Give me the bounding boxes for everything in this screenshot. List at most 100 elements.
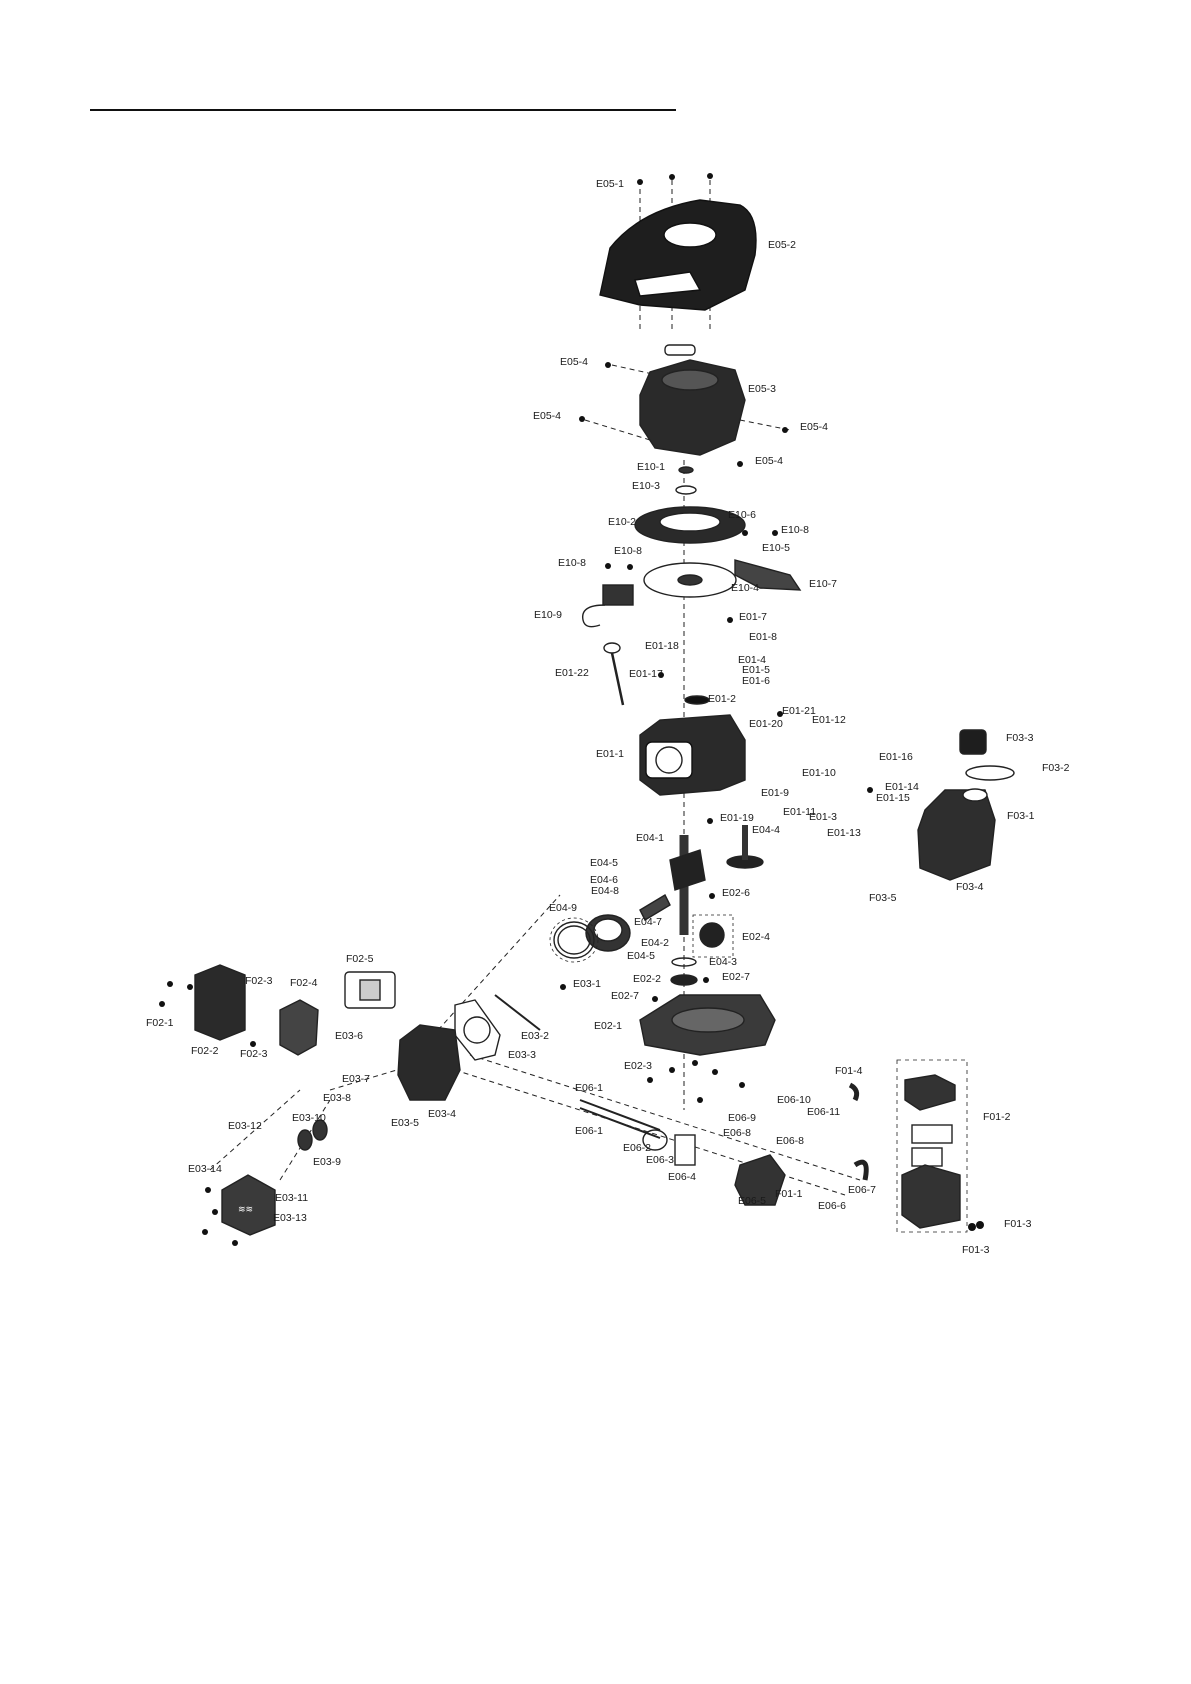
part-label: E04-3 [709, 956, 737, 968]
part-label: E01-14 [885, 781, 919, 793]
part-label: E03-12 [228, 1120, 262, 1132]
part-label: E10-8 [558, 557, 586, 569]
part-label: E10-5 [762, 542, 790, 554]
carb-insulator [674, 1134, 696, 1166]
push-rods [494, 994, 541, 1031]
part-label: E01-15 [876, 792, 910, 804]
part-label: E10-7 [809, 578, 837, 590]
part-label: E06-9 [728, 1112, 756, 1124]
part-label: E04-5 [627, 950, 655, 962]
part-label: E05-4 [755, 455, 783, 467]
part-label: E04-1 [636, 832, 664, 844]
part-label: E06-8 [776, 1135, 804, 1147]
part-label: F02-2 [191, 1045, 219, 1057]
part-label: E06-3 [646, 1154, 674, 1166]
part-label: E01-18 [645, 640, 679, 652]
oil-dipstick [603, 642, 625, 706]
flywheel-disc [643, 562, 737, 598]
part-label: F01-4 [835, 1065, 863, 1077]
part-label: F03-3 [1006, 732, 1034, 744]
part-label: E10-2 [608, 516, 636, 528]
ignition-coil [581, 584, 634, 628]
part-label: E01-16 [879, 751, 913, 763]
fasteners [159, 173, 984, 1246]
part-label: E01-12 [812, 714, 846, 726]
part-label: E01-3 [809, 811, 837, 823]
part-label: E03-1 [573, 978, 601, 990]
part-label: E10-8 [781, 524, 809, 536]
thrust-washer [671, 957, 697, 967]
part-label: F01-2 [983, 1111, 1011, 1123]
part-label: E03-13 [273, 1212, 307, 1224]
part-label: E03-3 [508, 1049, 536, 1061]
part-label: E05-4 [533, 410, 561, 422]
part-label: E06-6 [818, 1200, 846, 1212]
part-label: E01-22 [555, 667, 589, 679]
part-label: E04-4 [752, 824, 780, 836]
part-label: F03-1 [1007, 810, 1035, 822]
part-label: E01-5 [742, 664, 770, 676]
cylinder-head [397, 1024, 461, 1101]
valve-springs [297, 1119, 328, 1151]
fuel-tank [917, 729, 1015, 881]
part-label: E02-4 [742, 931, 770, 943]
part-label: E10-1 [637, 461, 665, 473]
part-label: E05-4 [560, 356, 588, 368]
breather-tube [848, 1082, 860, 1102]
part-label: E10-6 [728, 509, 756, 521]
part-label: E01-21 [782, 705, 816, 717]
part-label: E01-8 [749, 631, 777, 643]
camshaft [726, 825, 764, 869]
crankcase-sump [639, 994, 776, 1056]
part-label: F01-3 [962, 1244, 990, 1256]
part-label: E06-1 [575, 1125, 603, 1137]
part-label: E03-10 [292, 1112, 326, 1124]
muffler-shield [279, 999, 319, 1056]
part-label: E03-11 [275, 1192, 308, 1204]
part-label: E01-9 [761, 787, 789, 799]
part-label: E04-2 [641, 937, 669, 949]
part-label: E04-8 [591, 885, 619, 897]
part-label: E03-14 [188, 1163, 222, 1175]
part-label: F02-4 [290, 977, 318, 989]
part-label: E01-2 [708, 693, 736, 705]
part-label: E05-4 [800, 421, 828, 433]
part-label: E10-8 [614, 545, 642, 557]
part-label: E06-2 [623, 1142, 651, 1154]
carburetor [734, 1154, 786, 1206]
part-label: E01-11 [783, 806, 816, 818]
part-label: E04-7 [634, 916, 662, 928]
carb-stud-upper [579, 1099, 661, 1131]
part-label: F03-5 [869, 892, 897, 904]
part-label: E04-5 [590, 857, 618, 869]
part-label: E03-7 [342, 1073, 370, 1085]
part-label: F03-4 [956, 881, 984, 893]
part-label: E03-2 [521, 1030, 549, 1042]
carb-stud-lower [579, 1107, 661, 1139]
air-filter-assembly [896, 1059, 968, 1233]
crankcase-block [639, 695, 746, 796]
part-label: E02-6 [722, 887, 750, 899]
part-label: E10-9 [534, 609, 562, 621]
valve-cover: ≋≋ [221, 1174, 276, 1236]
part-label: E03-6 [335, 1030, 363, 1042]
part-label: E01-10 [802, 767, 836, 779]
part-label: E04-6 [590, 874, 618, 886]
part-label: E05-1 [596, 178, 624, 190]
part-label: E06-4 [668, 1171, 696, 1183]
oil-seal [670, 974, 698, 986]
part-label: F01-3 [1004, 1218, 1032, 1230]
part-label: E06-5 [738, 1195, 766, 1207]
fuel-line [853, 1159, 869, 1181]
part-label: E03-9 [313, 1156, 341, 1168]
governor-gear [692, 914, 734, 958]
part-label: E01-13 [827, 827, 861, 839]
piston [585, 914, 631, 952]
part-label: E06-1 [575, 1082, 603, 1094]
part-label: E03-8 [323, 1092, 351, 1104]
part-label: E01-20 [749, 718, 783, 730]
part-label: E02-3 [624, 1060, 652, 1072]
muffler-body [194, 964, 246, 1041]
part-label: E02-7 [611, 990, 639, 1002]
part-label: E05-2 [768, 239, 796, 251]
